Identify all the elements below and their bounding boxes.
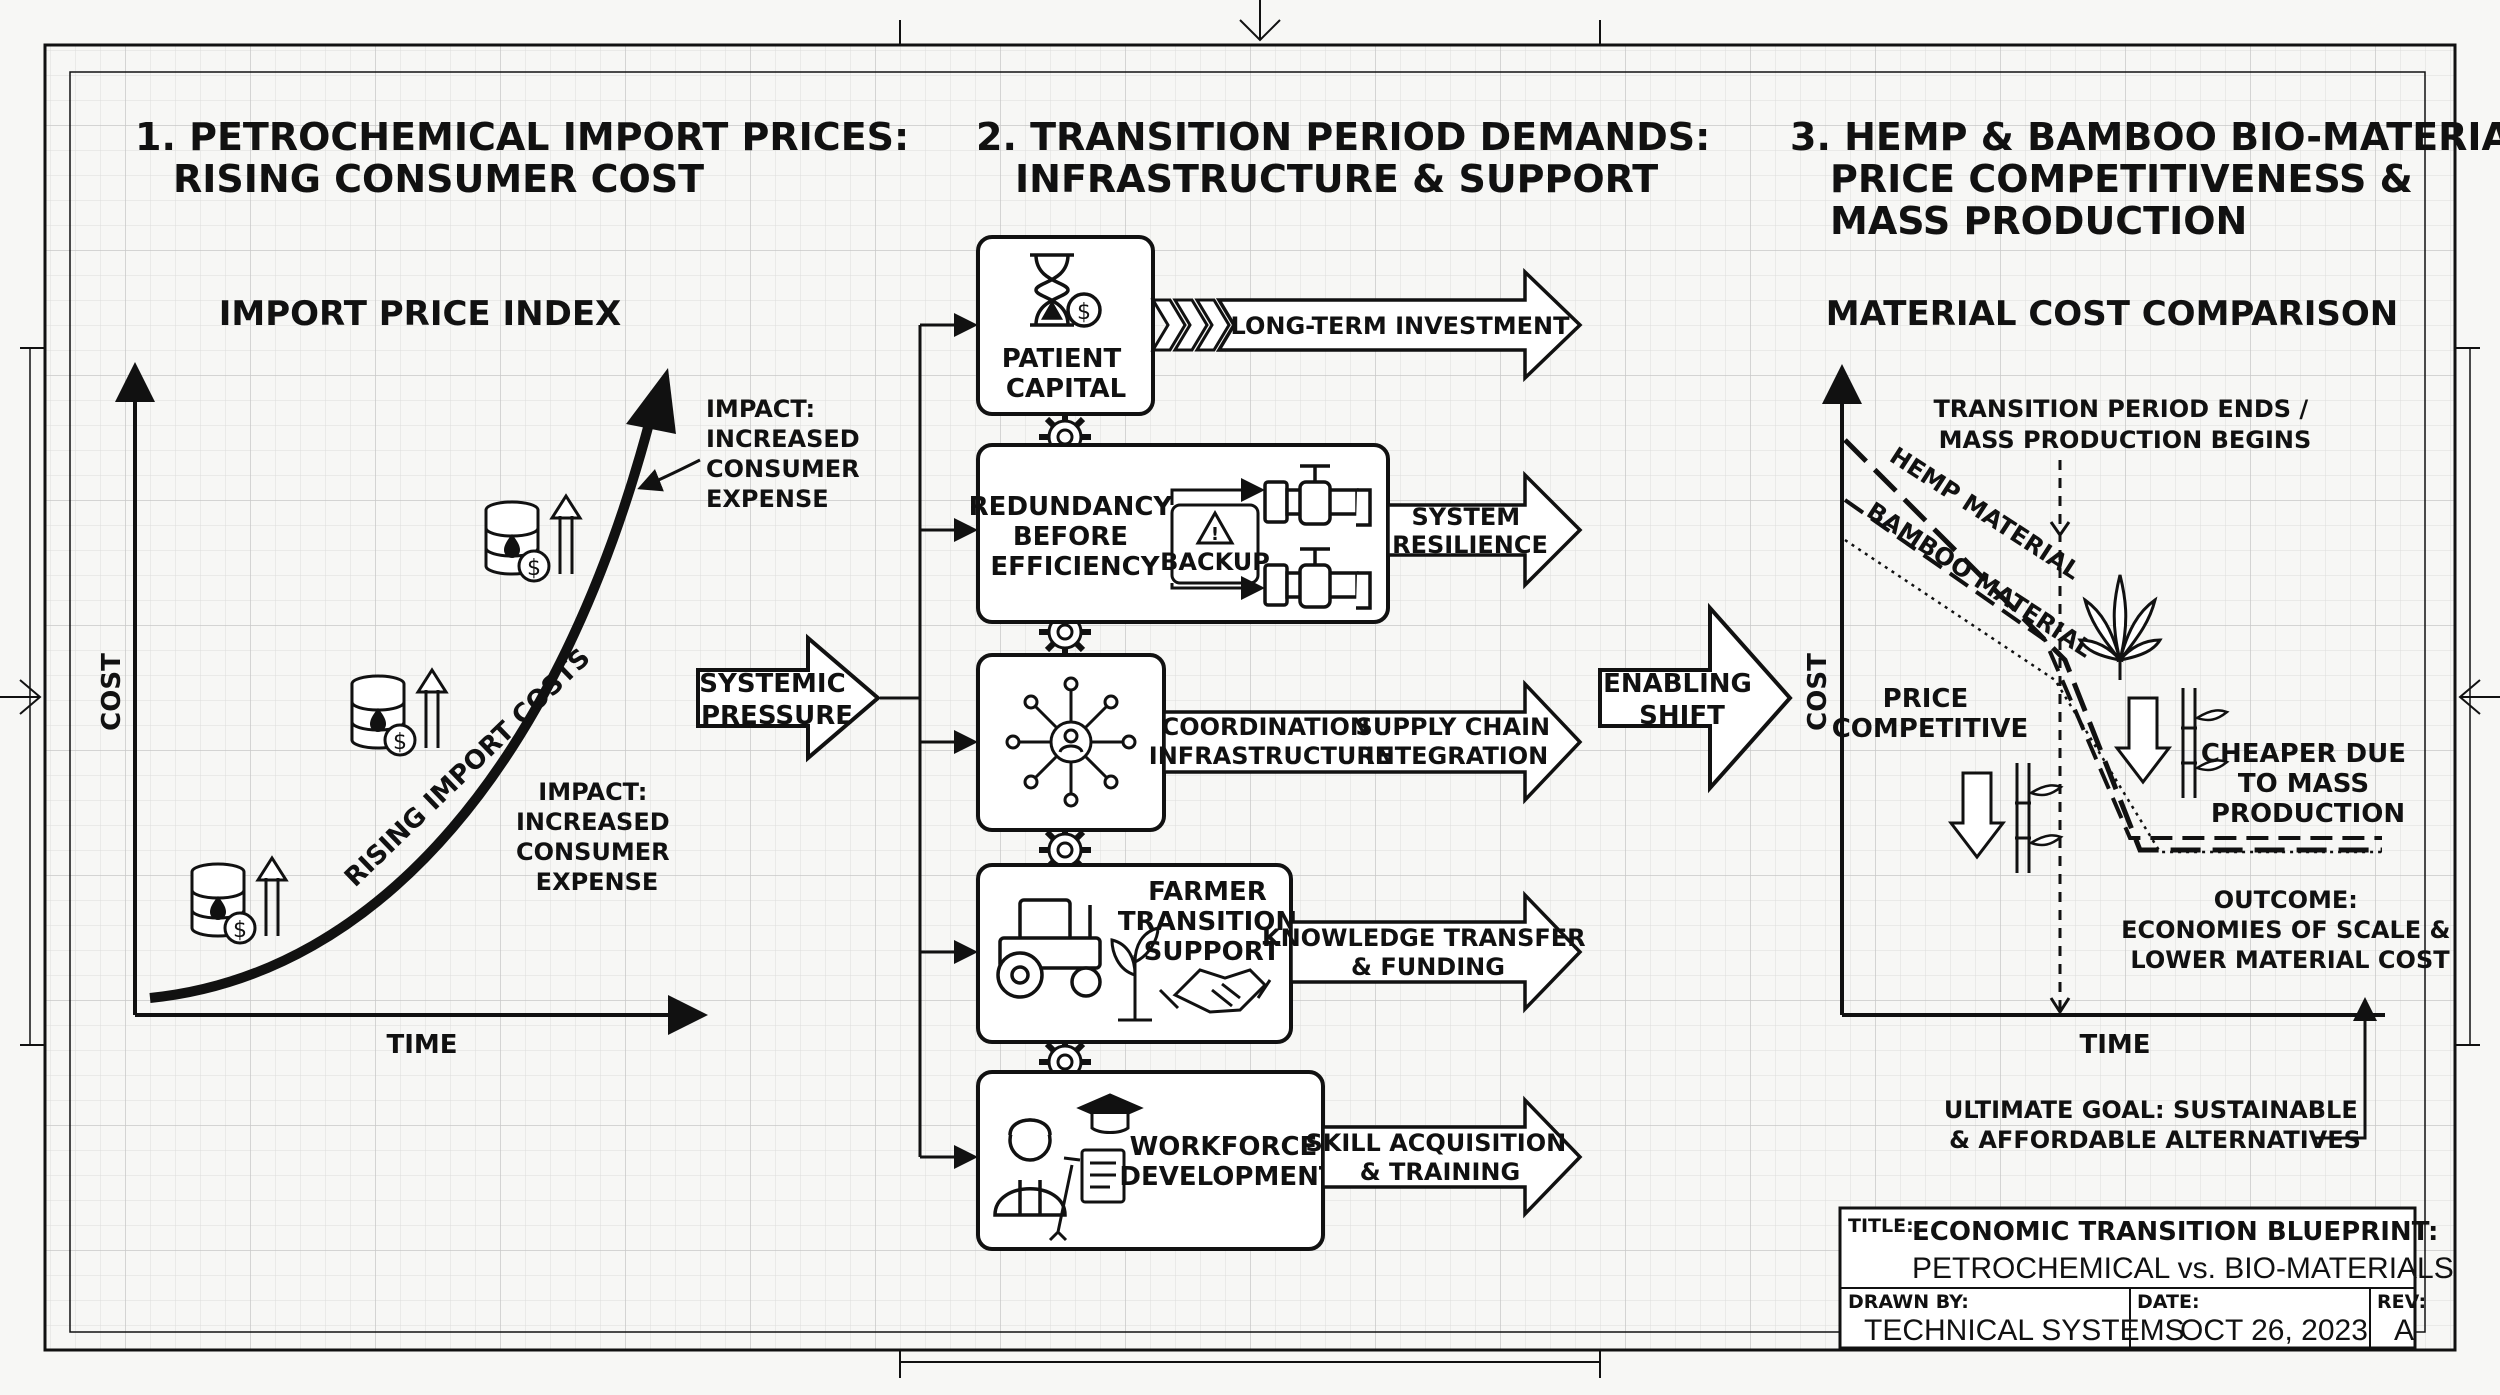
left-chart-x-label: TIME — [386, 1030, 457, 1060]
svg-text:!: ! — [1211, 524, 1219, 545]
long-term-investment-arrow: LONG-TERM INVESTMENT — [1150, 267, 1583, 383]
section-3-title-line-2: PRICE COMPETITIVENESS & — [1830, 157, 2413, 201]
knowledge-transfer-arrow: KNOWLEDGE TRANSFER & FUNDING — [1262, 890, 1594, 1014]
graduation-cap-icon — [1076, 1093, 1144, 1134]
bamboo-material-line — [1843, 498, 2382, 840]
system-resilience-arrow: SYSTEM RESILIENCE — [1386, 470, 1583, 590]
system-resilience-label: SYSTEM RESILIENCE — [1392, 503, 1548, 559]
price-competitive-label: PRICE COMPETITIVE — [1832, 684, 2029, 744]
section-3-title-line-1: 3. HEMP & BAMBOO BIO-MATERIALS: — [1790, 115, 2500, 159]
ultimate-goal-label: ULTIMATE GOAL: SUSTAINABLE & AFFORDABLE … — [1944, 1096, 2366, 1154]
right-chart-x-label: TIME — [2079, 1030, 2150, 1060]
supply-chain-label: SUPPLY CHAIN INTEGRATION — [1356, 713, 1559, 770]
worker-icon — [993, 1118, 1067, 1217]
branch-connectors — [880, 313, 978, 1169]
title-block: TITLE: ECONOMIC TRANSITION BLUEPRINT: PE… — [1838, 1206, 2454, 1350]
section-2-title-line-2: INFRASTRUCTURE & SUPPORT — [1015, 157, 1658, 201]
section-2-heading: 2. TRANSITION PERIOD DEMANDS: INFRASTRUC… — [976, 115, 1710, 201]
date-value: OCT 26, 2023 — [2180, 1314, 2368, 1347]
backup-label: BACKUP — [1160, 548, 1270, 576]
transition-label: TRANSITION PERIOD ENDS / MASS PRODUCTION… — [1933, 395, 2316, 454]
enabling-shift-label: ENABLING SHIFT — [1603, 669, 1761, 731]
svg-text:$: $ — [1077, 300, 1091, 325]
hemp-material-line — [1843, 438, 2382, 853]
drawn-by-label: DRAWN BY: — [1848, 1291, 1969, 1313]
coordination-arrow: COORDINATION INFRASTRUCTURE SUPPLY CHAIN… — [1149, 679, 1583, 805]
warning-icon — [1195, 509, 1235, 545]
sprout-icon — [1110, 926, 1160, 1022]
price-competitive-line — [1844, 538, 2382, 854]
rising-cost-curve-head — [626, 368, 676, 434]
farmer-support-box: FARMER TRANSITION SUPPORT — [976, 863, 1306, 1044]
material-cost-title: MATERIAL COST COMPARISON — [1826, 294, 2398, 334]
redundancy-box: REDUNDANCY BEFORE EFFICIENCY ! BACKUP — [969, 443, 1390, 624]
network-hub-icon — [1005, 676, 1137, 808]
long-term-investment-label: LONG-TERM INVESTMENT — [1231, 312, 1571, 340]
workforce-box: WORKFORCE DEVELOPMENT — [976, 1070, 1337, 1251]
tractor-icon — [996, 898, 1102, 999]
patient-capital-box: $ PATIENT CAPITAL — [976, 235, 1155, 416]
patient-capital-label: PATIENT CAPITAL — [1002, 344, 1131, 404]
workforce-label: WORKFORCE DEVELOPMENT — [1119, 1132, 1336, 1192]
section-1-title-line-1: 1. PETROCHEMICAL IMPORT PRICES: — [135, 115, 909, 159]
pipe-valve-icon — [1263, 464, 1372, 527]
enabling-shift-arrow: ENABLING SHIFT — [1598, 602, 1793, 794]
skill-acquisition-label: SKILL ACQUISITION & TRAINING — [1305, 1129, 1574, 1186]
section-2-title-line-1: 2. TRANSITION PERIOD DEMANDS: — [976, 115, 1710, 159]
drawn-by-value: TECHNICAL SYSTEMS — [1864, 1314, 2185, 1347]
title-line-2: PETROCHEMICAL vs. BIO-MATERIALS — [1912, 1252, 2454, 1285]
redundancy-label: REDUNDANCY BEFORE EFFICIENCY — [969, 492, 1182, 582]
handshake-icon — [1158, 968, 1272, 1014]
rev-value: A — [2394, 1314, 2414, 1347]
pipe-valve-icon — [1263, 547, 1372, 610]
section-3-heading: 3. HEMP & BAMBOO BIO-MATERIALS: PRICE CO… — [1790, 115, 2500, 243]
impact-top-label: IMPACT: INCREASED CONSUMER EXPENSE — [706, 395, 868, 513]
hourglass-coin-icon — [1030, 253, 1102, 328]
hemp-leaf-icon — [2077, 574, 2163, 680]
systemic-pressure-label: SYSTEMIC PRESSURE — [699, 669, 854, 731]
rising-cost-curve — [149, 418, 655, 1003]
title-field-label: TITLE: — [1848, 1215, 1914, 1237]
outcome-label: OUTCOME: ECONOMIES OF SCALE & LOWER MATE… — [2121, 886, 2459, 974]
title-line-1: ECONOMIC TRANSITION BLUEPRINT: — [1912, 1217, 2438, 1247]
skill-acquisition-arrow: SKILL ACQUISITION & TRAINING — [1305, 1095, 1583, 1219]
section-1-heading: 1. PETROCHEMICAL IMPORT PRICES: RISING C… — [135, 115, 909, 201]
farmer-support-label: FARMER TRANSITION SUPPORT — [1118, 877, 1306, 967]
coordination-label: COORDINATION INFRASTRUCTURE — [1149, 713, 1391, 770]
section-3-title-line-3: MASS PRODUCTION — [1830, 199, 2247, 243]
systemic-pressure-arrow: SYSTEMIC PRESSURE — [696, 636, 880, 760]
right-chart-y-label: COST — [1803, 653, 1833, 731]
coordination-box — [976, 653, 1166, 832]
date-label: DATE: — [2137, 1291, 2200, 1313]
knowledge-transfer-label: KNOWLEDGE TRANSFER & FUNDING — [1262, 924, 1594, 981]
cheaper-label: CHEAPER DUE TO MASS PRODUCTION — [2201, 739, 2415, 829]
left-chart-y-label: COST — [97, 653, 127, 731]
import-price-index-title: IMPORT PRICE INDEX — [219, 294, 622, 334]
rev-label: REV: — [2377, 1291, 2426, 1313]
document-wrench-icon — [1048, 1148, 1126, 1242]
impact-middle-label: IMPACT: INCREASED CONSUMER EXPENSE — [516, 778, 678, 896]
section-1-title-line-2: RISING CONSUMER COST — [173, 157, 704, 201]
